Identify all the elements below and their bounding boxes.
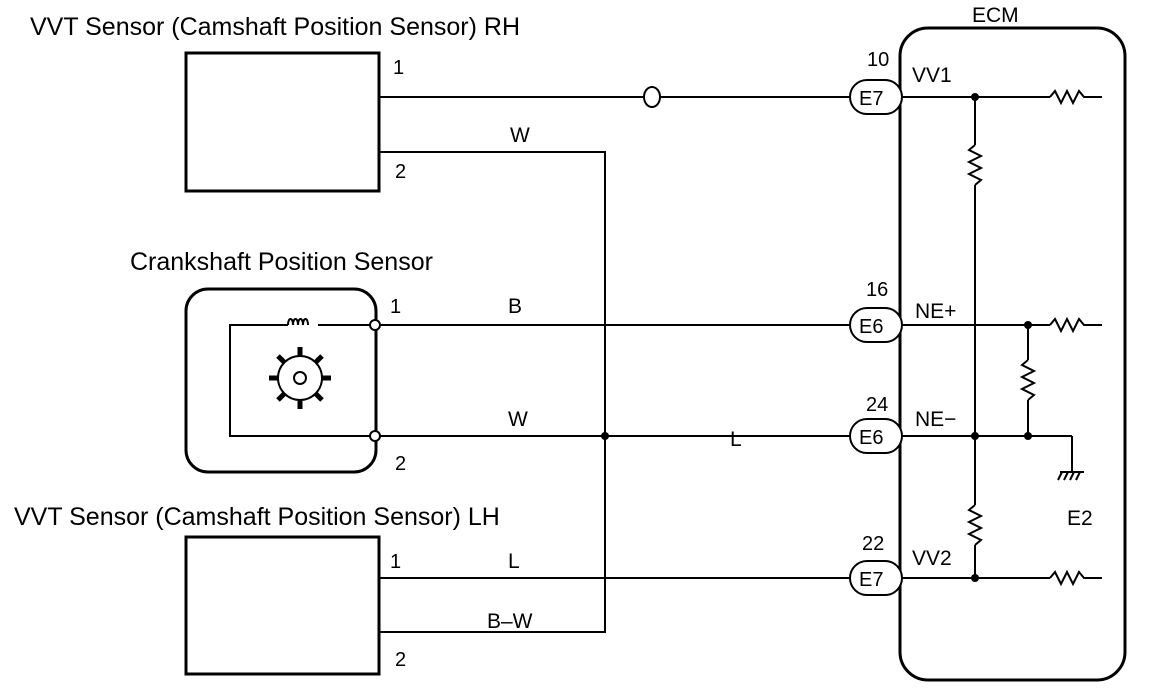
crank-terminal-2 bbox=[369, 430, 381, 442]
wire-crank-pin2-color: W bbox=[508, 408, 528, 431]
crankshaft-sensor-body bbox=[184, 287, 378, 474]
crank-internal-wire-loop bbox=[229, 324, 374, 437]
ecm-connector-vv1-label: E7 bbox=[859, 88, 883, 110]
resistor-icon bbox=[1049, 316, 1102, 334]
crankshaft-position-sensor: Crankshaft Position Sensor 1 2 bbox=[130, 248, 433, 475]
vvt-sensor-lh-title: VVT Sensor (Camshaft Position Sensor) LH bbox=[14, 503, 500, 531]
ecm-connector-vv2-label: E7 bbox=[859, 569, 883, 591]
crankshaft-sensor-pin1: 1 bbox=[390, 296, 401, 318]
ecm-title: ECM bbox=[972, 4, 1019, 27]
ecm-pin-ne-minus: 24 bbox=[866, 394, 888, 416]
vvt-sensor-rh-body bbox=[184, 51, 381, 193]
vvt-sensor-rh-title: VVT Sensor (Camshaft Position Sensor) RH bbox=[30, 13, 520, 41]
wiring: O W B W L L B–W bbox=[380, 86, 850, 633]
ecm-connector-ne-plus-label: E6 bbox=[859, 316, 883, 338]
ecm-connector-vv2: E7 22 bbox=[849, 533, 903, 596]
wire-lh-pin1-color: L bbox=[508, 550, 520, 573]
wire-junction-dot bbox=[601, 432, 609, 440]
ground-icon bbox=[1057, 471, 1084, 481]
ecm-signal-ne-plus: NE+ bbox=[915, 300, 956, 323]
ecm-body bbox=[898, 26, 1127, 682]
vvt-sensor-rh-pin1: 1 bbox=[393, 57, 404, 79]
ecm-pin-vv2: 22 bbox=[862, 533, 884, 555]
ecm-connector-ne-minus: E6 24 bbox=[849, 394, 903, 454]
ecm-connector-ne-plus: E6 16 bbox=[849, 279, 903, 343]
resistor-icon bbox=[1019, 359, 1037, 401]
wire-rh-pin2-color: W bbox=[510, 124, 530, 147]
wire-ne-minus-color: L bbox=[730, 428, 742, 451]
ecm-pin-ne-plus: 16 bbox=[866, 279, 888, 301]
resistor-icon bbox=[966, 504, 984, 546]
ecm-signal-vv1: VV1 bbox=[912, 64, 952, 87]
resistor-icon bbox=[1049, 569, 1102, 587]
gear-icon bbox=[269, 347, 331, 409]
wire-shield-return bbox=[380, 151, 606, 633]
vvt-sensor-rh-pin2: 2 bbox=[395, 161, 406, 183]
vvt-sensor-rh: VVT Sensor (Camshaft Position Sensor) RH… bbox=[30, 13, 520, 193]
vvt-sensor-lh-pin1: 1 bbox=[390, 551, 401, 573]
pickup-coil-icon bbox=[287, 318, 309, 326]
vvt-sensor-lh: VVT Sensor (Camshaft Position Sensor) LH… bbox=[14, 503, 500, 676]
crankshaft-sensor-title: Crankshaft Position Sensor bbox=[130, 248, 433, 276]
vvt-sensor-lh-pin2: 2 bbox=[395, 649, 406, 671]
vvt-sensor-lh-body bbox=[184, 535, 381, 676]
resistor-icon bbox=[1049, 88, 1102, 106]
wire-color-marker-o bbox=[643, 86, 661, 108]
ecm-connector-ne-minus-label: E6 bbox=[859, 427, 883, 449]
ecm-signal-vv2: VV2 bbox=[912, 547, 952, 570]
wire-lh-pin2-color: B–W bbox=[487, 610, 533, 633]
ecm-internal-circuit bbox=[902, 88, 1102, 587]
ecm: ECM E7 10 E6 16 E6 24 E7 22 VV1 NE+ NE− … bbox=[849, 4, 1127, 682]
wire-crank-pin1-color: B bbox=[508, 295, 522, 318]
crankshaft-sensor-pin2: 2 bbox=[395, 453, 406, 475]
crank-terminal-1 bbox=[369, 319, 381, 331]
ecm-signal-ne-minus: NE− bbox=[915, 408, 956, 431]
resistor-icon bbox=[966, 144, 984, 186]
ecm-connector-vv1: E7 10 bbox=[849, 49, 903, 115]
ecm-pin-vv1: 10 bbox=[867, 49, 889, 71]
ecm-ground-label: E2 bbox=[1067, 507, 1093, 530]
